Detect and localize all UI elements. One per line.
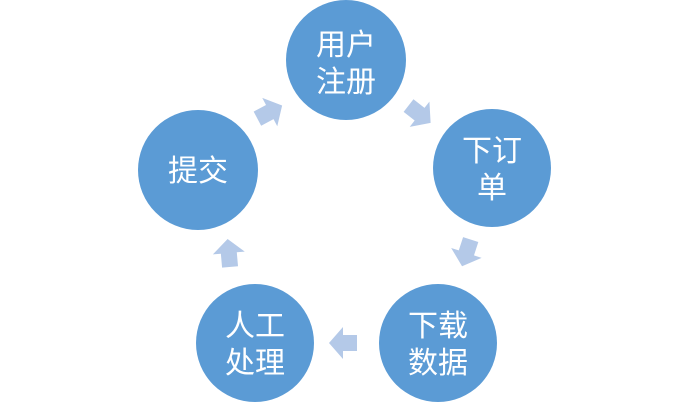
node-order-label-line-1: 下订: [462, 134, 522, 169]
node-manual-label-line-1: 人工: [225, 309, 285, 344]
arrow-manual-to-submit-shape: [212, 239, 245, 268]
node-download-circle: [379, 284, 497, 402]
arrow-order-to-download-shape: [451, 237, 482, 267]
node-order: 下订 单: [433, 109, 551, 227]
arrow-order-to-download: [451, 237, 482, 267]
node-manual-label-line-2: 处理: [225, 346, 285, 381]
node-submit: 提交: [138, 110, 258, 230]
node-register-circle: [286, 0, 406, 120]
node-download-label-line-1: 下载: [408, 309, 468, 344]
arrow-submit-to-register-shape: [253, 97, 283, 127]
node-register-label-line-2: 注册: [316, 65, 376, 100]
node-download: 下载 数据: [379, 284, 497, 402]
node-manual-circle: [196, 284, 314, 402]
arrow-register-to-order: [403, 99, 431, 127]
node-submit-circle: [138, 110, 258, 230]
arrow-register-to-order-shape: [403, 99, 431, 127]
arrow-download-to-manual: [329, 327, 357, 359]
node-submit-label: 提交: [168, 154, 228, 189]
node-register-label-line-1: 用户: [316, 28, 376, 63]
node-order-label-line-2: 单: [477, 171, 507, 206]
node-order-circle: [433, 109, 551, 227]
arrow-manual-to-submit: [212, 239, 245, 268]
node-register: 用户 注册: [286, 0, 406, 120]
arrow-download-to-manual-shape: [329, 327, 357, 359]
node-manual: 人工 处理: [196, 284, 314, 402]
node-download-label-line-2: 数据: [408, 346, 468, 381]
arrow-submit-to-register: [253, 97, 283, 127]
